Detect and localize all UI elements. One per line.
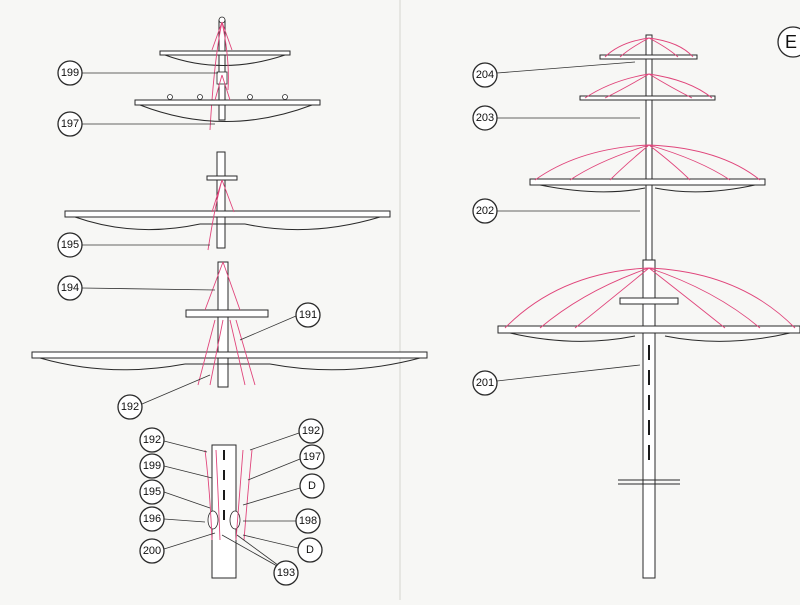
svg-text:199: 199 — [61, 67, 79, 79]
svg-text:202: 202 — [476, 205, 494, 217]
topgallant-yard-rigging — [584, 73, 713, 99]
left-middle-yard-assembly — [64, 151, 391, 251]
callout-195-detail: 195 — [139, 479, 165, 505]
yard-fitting — [247, 94, 253, 100]
callout-193: 193 — [273, 560, 299, 586]
lower-yard-spar — [31, 351, 428, 359]
lower-yard-sail-curve — [39, 357, 421, 371]
callout-d-lower: D — [297, 537, 323, 563]
svg-text:195: 195 — [143, 486, 161, 498]
leader-lines — [81, 61, 641, 572]
callout-200: 200 — [139, 538, 165, 564]
svg-text:E: E — [785, 32, 797, 52]
callout-192-detail-left: 192 — [139, 427, 165, 453]
callout-192-detail-right: 192 — [298, 418, 324, 444]
top-yard-spar — [159, 50, 291, 56]
svg-text:201: 201 — [476, 377, 494, 389]
callout-203: 203 — [472, 105, 498, 131]
svg-text:D: D — [306, 544, 314, 556]
callout-199-detail: 199 — [139, 453, 165, 479]
svg-text:197: 197 — [61, 118, 79, 130]
deadeye — [229, 510, 241, 530]
svg-text:192: 192 — [302, 425, 320, 437]
callout-201: 201 — [472, 370, 498, 396]
callout-204: 204 — [472, 62, 498, 88]
left-lower-yard-assembly — [31, 261, 428, 388]
yard-parrel — [216, 71, 228, 85]
top-yard-sail-curve — [164, 54, 286, 66]
middle-yard-rigging — [207, 179, 235, 251]
callout-197: 197 — [57, 111, 83, 137]
right-mast-assembly — [497, 34, 800, 579]
svg-text:191: 191 — [299, 309, 317, 321]
svg-text:198: 198 — [299, 515, 317, 527]
yard-fitting — [167, 94, 173, 100]
svg-text:195: 195 — [61, 239, 79, 251]
svg-text:194: 194 — [61, 282, 79, 294]
right-lower-mast — [642, 259, 656, 579]
crosstree — [206, 175, 238, 181]
page-corner-label: E — [777, 26, 800, 58]
callout-195: 195 — [57, 232, 83, 258]
callout-d-upper: D — [299, 473, 325, 499]
deadeye — [207, 510, 219, 530]
svg-text:192: 192 — [121, 401, 139, 413]
callout-197-detail: 197 — [299, 444, 325, 470]
royal-yard-spar — [599, 54, 698, 60]
topsail-yard-rigging — [534, 144, 761, 181]
svg-text:200: 200 — [143, 545, 161, 557]
topgallant-yard-spar — [579, 95, 716, 101]
left-lower-mast — [217, 261, 229, 388]
main-yard-rigging — [504, 267, 796, 329]
topsail-yard-spar — [529, 178, 766, 186]
svg-text:199: 199 — [143, 460, 161, 472]
callout-191: 191 — [295, 302, 321, 328]
callout-192-left: 192 — [117, 394, 143, 420]
middle-yard-spar — [64, 210, 391, 218]
second-yard-sail-curve — [139, 104, 313, 122]
fighting-top — [185, 309, 269, 318]
left-detail-assembly — [204, 444, 253, 579]
svg-text:197: 197 — [303, 451, 321, 463]
callout-194: 194 — [57, 275, 83, 301]
svg-text:196: 196 — [143, 513, 161, 525]
second-yard-spar — [134, 99, 321, 106]
topsail-yard-sail-curve — [539, 184, 756, 193]
main-fighting-top — [619, 297, 679, 305]
callout-196: 196 — [139, 506, 165, 532]
left-topmast — [216, 151, 226, 249]
main-yard-spar — [497, 325, 800, 334]
left-top-yard-assembly — [159, 16, 291, 131]
left-second-yard-assembly — [134, 71, 321, 122]
svg-text:192: 192 — [143, 434, 161, 446]
lower-yard-rigging — [197, 261, 256, 386]
svg-text:204: 204 — [476, 69, 494, 81]
callout-199: 199 — [57, 60, 83, 86]
main-yard-sail-curve — [509, 332, 791, 342]
detail-mast-section — [211, 444, 237, 579]
detail-rigging — [204, 449, 253, 541]
yard-fitting — [282, 94, 288, 100]
right-upper-mast — [645, 34, 653, 261]
middle-yard-sail-curve — [74, 216, 381, 231]
top-yard-rigging — [209, 21, 233, 131]
callout-198: 198 — [295, 508, 321, 534]
royal-yard-rigging — [604, 37, 694, 58]
yard-fitting — [197, 94, 203, 100]
svg-text:193: 193 — [277, 567, 295, 579]
svg-text:D: D — [308, 480, 316, 492]
callout-202: 202 — [472, 198, 498, 224]
svg-text:203: 203 — [476, 112, 494, 124]
second-yard-rigging — [214, 74, 231, 101]
